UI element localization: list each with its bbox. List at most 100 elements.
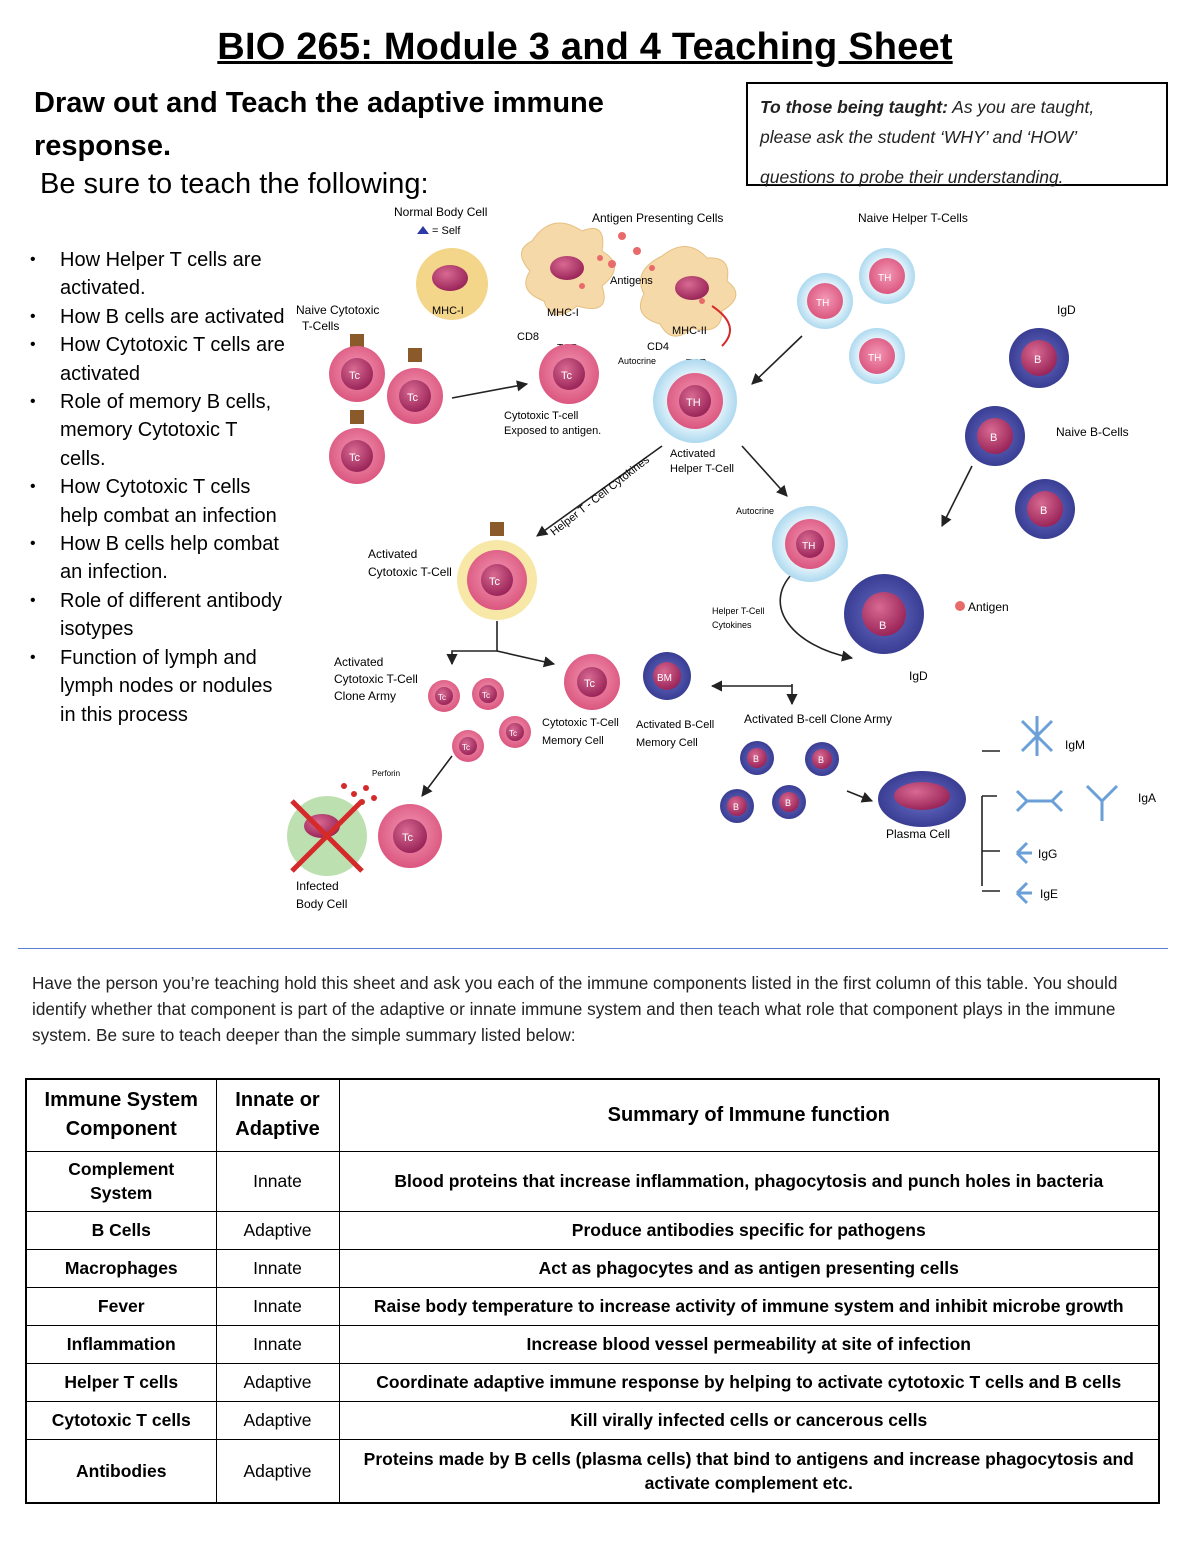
naive-b-cell: B xyxy=(1009,328,1069,388)
note-line1-rest: As you are taught, xyxy=(947,97,1095,117)
topic-item: •How Cytotoxic T cells help combat an in… xyxy=(30,476,277,527)
topic-text: How Helper T cells are activated. xyxy=(60,249,262,300)
svg-text:B: B xyxy=(733,802,739,812)
type-cell: Innate xyxy=(215,1248,340,1288)
naive-cytotoxic-label-1: Naive Cytotoxic xyxy=(296,303,379,317)
svg-text:B: B xyxy=(1034,354,1041,366)
activated-helper-label-1: Activated xyxy=(670,448,715,460)
cytotoxic-clone: Tc xyxy=(472,678,504,710)
b-clone: B xyxy=(772,785,806,819)
mhc1-apc-label: MHC-I xyxy=(547,307,579,319)
naive-helper-label: Naive Helper T-Cells xyxy=(858,211,968,225)
activated-b-cell: B xyxy=(844,574,924,654)
naive-b-cell: B xyxy=(965,406,1025,466)
b-memory-label-1: Activated B-Cell xyxy=(636,719,714,731)
cd4-label: CD4 xyxy=(647,341,669,353)
svg-text:TH: TH xyxy=(802,541,815,552)
topic-text: Role of memory B cells, memory Cytotoxic… xyxy=(60,391,272,470)
activated-cyto-label-1: Activated xyxy=(368,547,417,561)
svg-text:Tc: Tc xyxy=(584,678,596,690)
b-memory-cell: BM xyxy=(643,652,691,700)
naive-helper-t-cell: TH xyxy=(797,273,853,329)
igg-label: IgG xyxy=(1038,847,1057,861)
note-line-1: To those being taught: As you are taught… xyxy=(760,92,1154,122)
self-label: = Self xyxy=(432,225,461,237)
component-cell: B Cells xyxy=(25,1210,217,1250)
autocrine-label-2: Autocrine xyxy=(736,506,774,516)
perforin-granules xyxy=(341,783,377,805)
iga-antibody-icon xyxy=(1015,784,1119,821)
clone-army-label-3: Clone Army xyxy=(334,689,396,703)
summary-cell: Produce antibodies specific for pathogen… xyxy=(338,1210,1160,1250)
cd8-label: CD8 xyxy=(517,331,539,343)
topic-item: •Role of memory B cells, memory Cytotoxi… xyxy=(30,391,272,470)
svg-text:B: B xyxy=(785,798,791,808)
summary-cell: Kill virally infected cells or cancerous… xyxy=(338,1400,1160,1440)
svg-text:B: B xyxy=(990,432,997,444)
type-cell: Adaptive xyxy=(215,1210,340,1250)
svg-text:TH: TH xyxy=(868,353,881,364)
helper-cytokines-label-2: Cytokines xyxy=(712,620,752,630)
b-clone: B xyxy=(740,741,774,775)
cytotoxic-clone: Tc xyxy=(428,680,460,712)
cytotoxic-clone: Tc xyxy=(499,716,531,748)
component-cell: Macrophages xyxy=(25,1248,217,1288)
activated-cyto-label-2: Cytotoxic T-Cell xyxy=(368,565,452,579)
cytotoxic-clone: Tc xyxy=(452,730,484,762)
topic-item: •How B cells help combat an infection. xyxy=(30,533,279,584)
component-cell: Complement System xyxy=(25,1150,217,1212)
naive-helper-t-cell: TH xyxy=(849,328,905,384)
header-summary: Summary of Immune function xyxy=(338,1078,1160,1152)
note-box: To those being taught: As you are taught… xyxy=(746,82,1168,187)
table-row: Inflammation Innate Increase blood vesse… xyxy=(25,1324,1160,1364)
table-instructions: Have the person you’re teaching hold thi… xyxy=(32,973,1118,1045)
helper-t-cell-interacting: TH xyxy=(772,506,848,582)
type-cell: Innate xyxy=(215,1324,340,1364)
immune-components-table: Immune System Component Innate or Adapti… xyxy=(25,1078,1160,1504)
helper-cytokines-label-1: Helper T-Cell xyxy=(712,606,764,616)
svg-text:Tc: Tc xyxy=(438,693,446,702)
page-title: BIO 265: Module 3 and 4 Teaching Sheet xyxy=(217,26,953,68)
naive-cytotoxic-label-2: T-Cells xyxy=(302,319,339,333)
table-row: Fever Innate Raise body temperature to i… xyxy=(25,1286,1160,1326)
naive-b-label: Naive B-Cells xyxy=(1056,425,1129,439)
component-cell: Antibodies xyxy=(25,1438,217,1504)
svg-text:B: B xyxy=(753,754,759,764)
activated-cytotoxic-t-cell: Tc xyxy=(457,522,537,620)
topic-text: How Cytotoxic T cells help combat an inf… xyxy=(60,476,277,527)
naive-b-cell: B xyxy=(1015,479,1075,539)
perforin-label: Perforin xyxy=(372,769,400,778)
topic-item: •How Helper T cells are activated. xyxy=(30,249,262,300)
component-cell: Fever xyxy=(25,1286,217,1326)
topic-item: •Role of different antibody isotypes xyxy=(30,589,283,641)
topic-text: Role of different antibody isotypes xyxy=(60,589,283,641)
normal-body-cell-nucleus xyxy=(432,265,468,291)
topic-text: How B cells are activated xyxy=(60,305,285,328)
component-cell: Cytotoxic T cells xyxy=(25,1400,217,1440)
naive-cytotoxic-t-cell: Tc xyxy=(329,334,385,402)
antigen-particles xyxy=(579,232,705,304)
killed-x-icon xyxy=(290,799,364,873)
svg-text:B: B xyxy=(1040,505,1047,517)
clone-army-label-2: Cytotoxic T-Cell xyxy=(334,672,418,686)
svg-text:Tc: Tc xyxy=(462,743,470,752)
topic-text: How B cells help combat an infection. xyxy=(60,533,279,584)
normal-body-cell-label: Normal Body Cell xyxy=(394,205,487,219)
note-line-3: questions to probe their understanding. xyxy=(760,167,1064,187)
topic-item: •How B cells are activated xyxy=(30,305,285,328)
adaptive-immune-diagram: Helper T - Cell Cytokines Normal Body Ce… xyxy=(282,196,1182,921)
topic-item: •Function of lymph and lymph nodes or no… xyxy=(30,646,273,726)
diagram-arrows xyxy=(421,335,1000,892)
note-line-2: please ask the student ‘WHY’ and ‘HOW’ xyxy=(760,127,1078,147)
type-cell: Innate xyxy=(215,1286,340,1326)
summary-cell: Blood proteins that increase inflammatio… xyxy=(338,1150,1160,1212)
naive-cytotoxic-t-cell: Tc xyxy=(329,410,385,484)
svg-text:Tc: Tc xyxy=(489,576,501,588)
topic-text: Function of lymph and lymph nodes or nod… xyxy=(60,646,273,726)
note-lead: To those being taught: xyxy=(760,97,948,117)
summary-cell: Proteins made by B cells (plasma cells) … xyxy=(338,1438,1160,1504)
instructions-heading: Draw out and Teach the adaptive immune r… xyxy=(34,87,604,162)
type-cell: Adaptive xyxy=(215,1400,340,1440)
header-component: Immune System Component xyxy=(25,1078,217,1152)
svg-text:TH: TH xyxy=(878,273,891,284)
